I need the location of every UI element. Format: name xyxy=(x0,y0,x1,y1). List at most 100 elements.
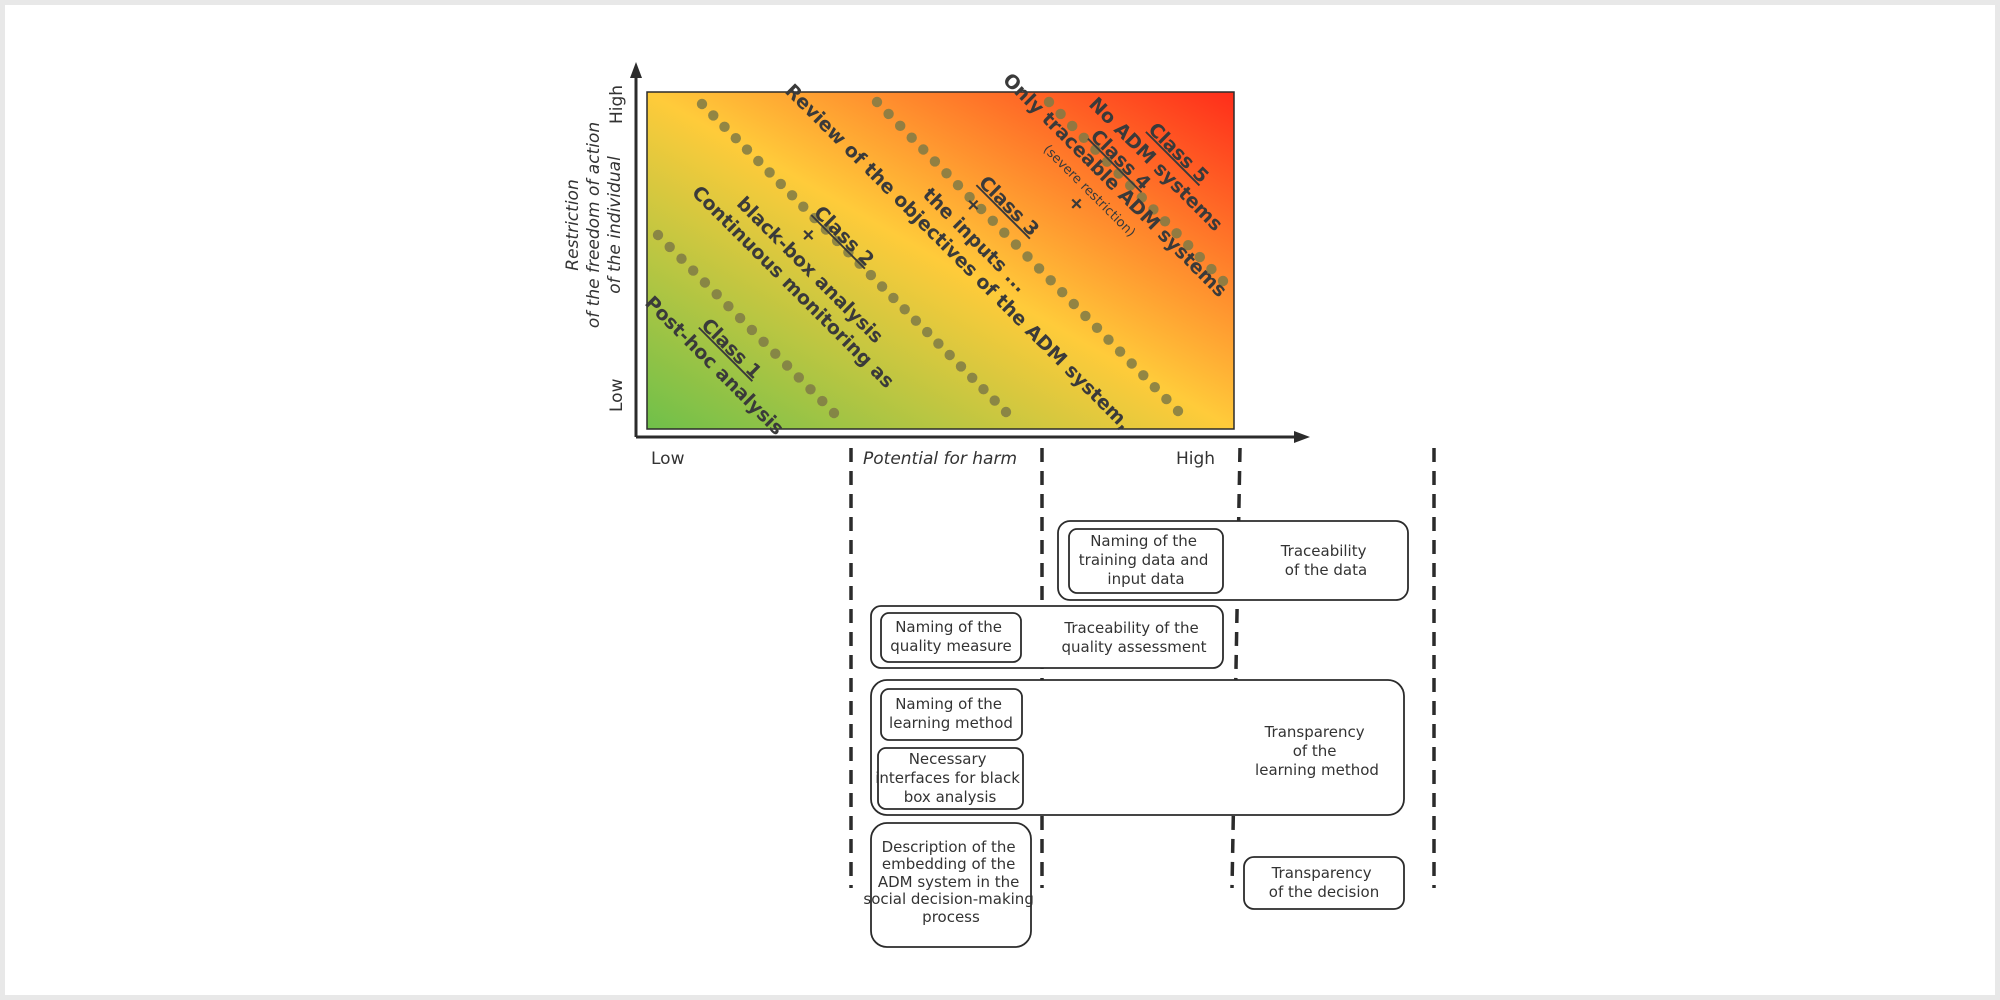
separator-dot xyxy=(746,324,758,336)
separator-dot xyxy=(1148,204,1159,215)
x-axis-title: Potential for harm xyxy=(863,449,1017,469)
separator-dot xyxy=(933,338,944,349)
separator-line-3 xyxy=(1230,447,1242,889)
x-axis-arrow xyxy=(1294,431,1310,443)
separator-dot xyxy=(652,229,664,241)
separator-dot xyxy=(978,384,989,395)
traceability-quality-text: Traceability of the quality assessment xyxy=(1062,619,1207,656)
separator-dot xyxy=(820,224,832,235)
separator-dot xyxy=(1101,156,1113,167)
separator-dot xyxy=(964,191,975,203)
learning-method-group xyxy=(870,679,1405,816)
naming-quality-measure-text: Naming of the quality measure xyxy=(890,618,1012,655)
separator-dot xyxy=(828,407,840,419)
separator-dot xyxy=(1183,240,1194,251)
naming-learning-method-box xyxy=(880,688,1023,741)
separator-dot xyxy=(1113,168,1124,179)
separator-dot xyxy=(805,384,816,395)
separator-dot xyxy=(817,395,828,407)
separator-dot xyxy=(723,301,734,312)
separator-dot xyxy=(781,360,793,371)
separator-dot xyxy=(941,168,952,179)
separator-dot xyxy=(944,349,955,361)
separator-dot xyxy=(1000,406,1012,418)
blackbox-interfaces-text: Necessary interfaces for black box analy… xyxy=(875,750,1024,806)
separator-dot xyxy=(888,292,899,304)
separator-dot xyxy=(955,361,967,372)
diagram-canvas: Low Potential for harm High Low High Res… xyxy=(5,5,1995,995)
y-axis-arrow xyxy=(630,62,642,78)
separator-dot xyxy=(664,241,675,253)
separator-dot xyxy=(688,265,699,276)
separator-dot xyxy=(918,144,929,155)
separator-dot xyxy=(989,395,1000,406)
separator-dot xyxy=(1149,382,1161,393)
separator-dot xyxy=(770,348,781,359)
separator-dot xyxy=(786,190,798,201)
separator-dot xyxy=(967,372,978,383)
transparency-learning-text: Transparency of the learning method xyxy=(1255,723,1379,779)
separator-dot xyxy=(1010,239,1022,250)
separator-dot xyxy=(1114,346,1126,357)
separator-dot xyxy=(976,203,987,215)
separator-dot xyxy=(1045,275,1056,286)
separator-dot xyxy=(871,96,883,108)
separator-dot xyxy=(895,120,906,131)
embedding-description-box xyxy=(870,822,1032,948)
separator-dot xyxy=(1172,405,1184,417)
separator-dot xyxy=(1161,393,1172,405)
separator-dot xyxy=(719,121,730,132)
separator-dot xyxy=(910,315,922,326)
separator-dot xyxy=(1055,108,1066,120)
separator-dot xyxy=(764,167,775,178)
x-axis-low-label: Low xyxy=(651,449,685,469)
separator-dot xyxy=(865,269,877,281)
separator-dot xyxy=(1206,263,1217,275)
separator-dot xyxy=(952,180,964,191)
separator-dot xyxy=(730,133,741,144)
separator-dot xyxy=(1159,216,1171,227)
class-separator-dots xyxy=(652,96,1229,419)
separator-dot xyxy=(696,98,708,110)
x-axis-high-label: High xyxy=(1176,449,1215,469)
separator-dot xyxy=(1057,287,1068,298)
y-axis-title-line-1: Restriction xyxy=(563,179,583,270)
separator-dot xyxy=(922,326,933,338)
separator-dot xyxy=(758,336,769,347)
separator-dot xyxy=(999,227,1010,238)
y-axis-low-label: Low xyxy=(607,378,627,412)
naming-training-data-text: Naming of the training data and input da… xyxy=(1079,532,1213,588)
separator-dot xyxy=(676,253,687,264)
separator-dot xyxy=(987,215,998,226)
separator-dot xyxy=(699,277,711,288)
separator-dot xyxy=(1194,251,1206,263)
separator-dot xyxy=(809,212,820,224)
separator-dot xyxy=(734,312,746,324)
y-axis-high-label: High xyxy=(607,85,627,124)
separator-dot xyxy=(1022,251,1033,262)
embedding-description-text: Description of the embedding of the ADM … xyxy=(863,838,1038,926)
y-axis-title-line-2: of the freedom of action xyxy=(584,122,604,328)
separator-dot xyxy=(753,155,764,167)
separator-dot xyxy=(1068,298,1080,310)
separator-dot xyxy=(741,144,753,155)
separator-dot xyxy=(1090,144,1101,155)
data-traceability-group xyxy=(1057,520,1409,601)
separator-dot xyxy=(1126,358,1137,369)
transparency-decision-text: Transparency of the decision xyxy=(1269,864,1379,901)
separator-dot xyxy=(929,156,941,167)
separator-dot xyxy=(1043,96,1055,108)
naming-quality-measure-box xyxy=(880,612,1022,663)
separator-dot xyxy=(1217,275,1229,287)
adm-classification-diagram: Low Potential for harm High Low High Res… xyxy=(563,62,1436,948)
y-axis-title-line-3: of the individual xyxy=(605,156,625,294)
naming-training-data-box xyxy=(1068,528,1224,594)
separator-dot xyxy=(708,110,719,121)
separator-dot xyxy=(1078,132,1090,143)
separator-dot xyxy=(854,258,865,269)
separator-dot xyxy=(1033,263,1045,274)
separator-dot xyxy=(711,289,722,300)
separator-dot xyxy=(775,178,786,190)
separator-dot xyxy=(899,304,910,315)
traceability-data-text: Traceability of the data xyxy=(1280,542,1372,579)
